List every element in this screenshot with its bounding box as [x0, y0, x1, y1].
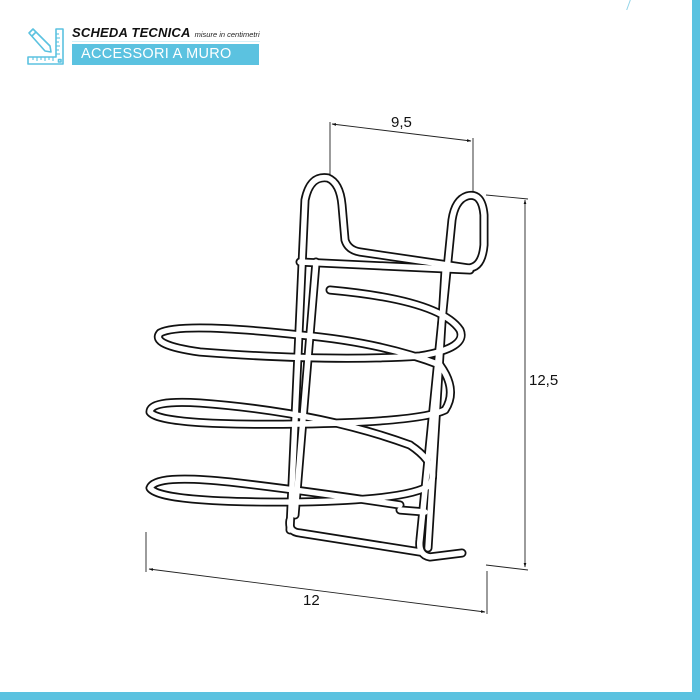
ruler-pencil-icon: [27, 28, 64, 65]
frame-border-bottom: [0, 692, 700, 700]
hair-dryer-holder-wire: [145, 173, 489, 562]
category-banner: ACCESSORI A MURO: [72, 44, 259, 65]
header-title: SCHEDA TECNICA: [72, 25, 191, 40]
dimension-depth-label: 12: [303, 592, 320, 609]
dimension-height-label: 12,5: [529, 372, 559, 389]
dimension-width-label: 9,5: [391, 114, 412, 131]
frame-border-right: [692, 0, 700, 700]
dimension-lines: [145, 122, 529, 614]
header-title-row: SCHEDA TECNICA misure in centimetri: [72, 25, 260, 42]
header-subtitle: misure in centimetri: [194, 30, 260, 39]
